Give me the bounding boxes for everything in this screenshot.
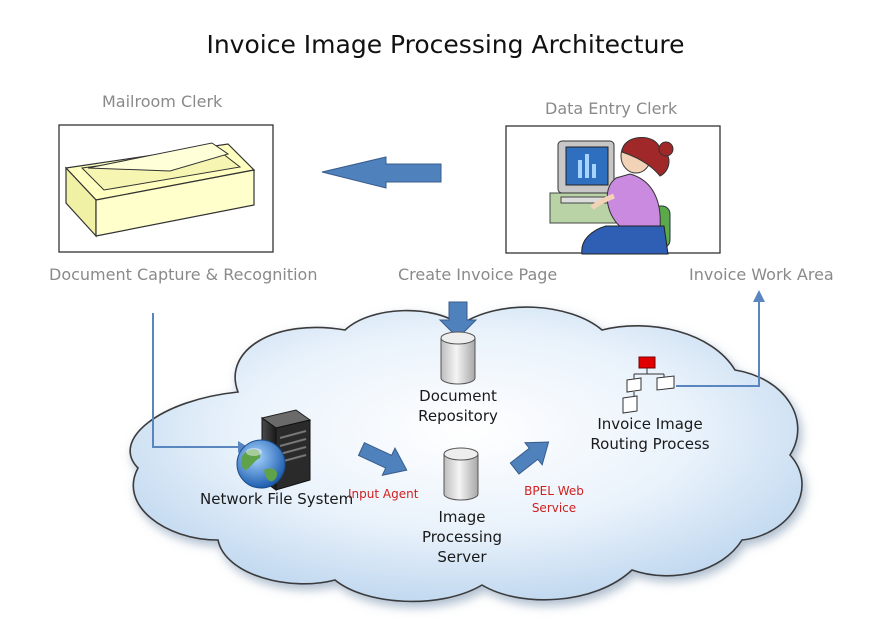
computer-user-icon (549, 137, 674, 255)
create-invoice-step-label: Create Invoice Page (398, 265, 558, 284)
create-invoice-arrow (438, 301, 478, 339)
diagram-title: Invoice Image Processing Architecture (206, 30, 685, 59)
image-processing-server-label: Image Processing Server (421, 508, 503, 566)
data-entry-clerk-label: Data Entry Clerk (545, 99, 678, 118)
scanner-icon (64, 142, 256, 238)
mailroom-clerk-label: Mailroom Clerk (102, 92, 223, 111)
capture-connector-line (152, 313, 238, 448)
org-chart-icon (622, 356, 675, 414)
bpel-arrow (509, 441, 550, 475)
document-repository-label: Document Repository (418, 387, 498, 425)
network-file-system-label: Network File System (200, 490, 354, 508)
input-agent-arrow (357, 442, 408, 476)
handoff-arrow (321, 156, 442, 189)
capture-connector-arrowhead (238, 441, 248, 453)
work-area-step-label: Invoice Work Area (689, 265, 834, 284)
work-area-connector-line (676, 300, 760, 387)
work-area-connector-arrowhead (753, 290, 765, 302)
database-cylinder-icon (440, 331, 476, 385)
capture-step-label: Document Capture & Recognition (49, 265, 318, 284)
input-agent-label: Input Agent (348, 487, 419, 501)
routing-process-label: Invoice Image Routing Process (590, 415, 710, 453)
bpel-web-service-label: BPEL Web Service (524, 484, 584, 515)
image-server-cylinder-icon (443, 447, 479, 501)
globe-icon (236, 439, 286, 489)
